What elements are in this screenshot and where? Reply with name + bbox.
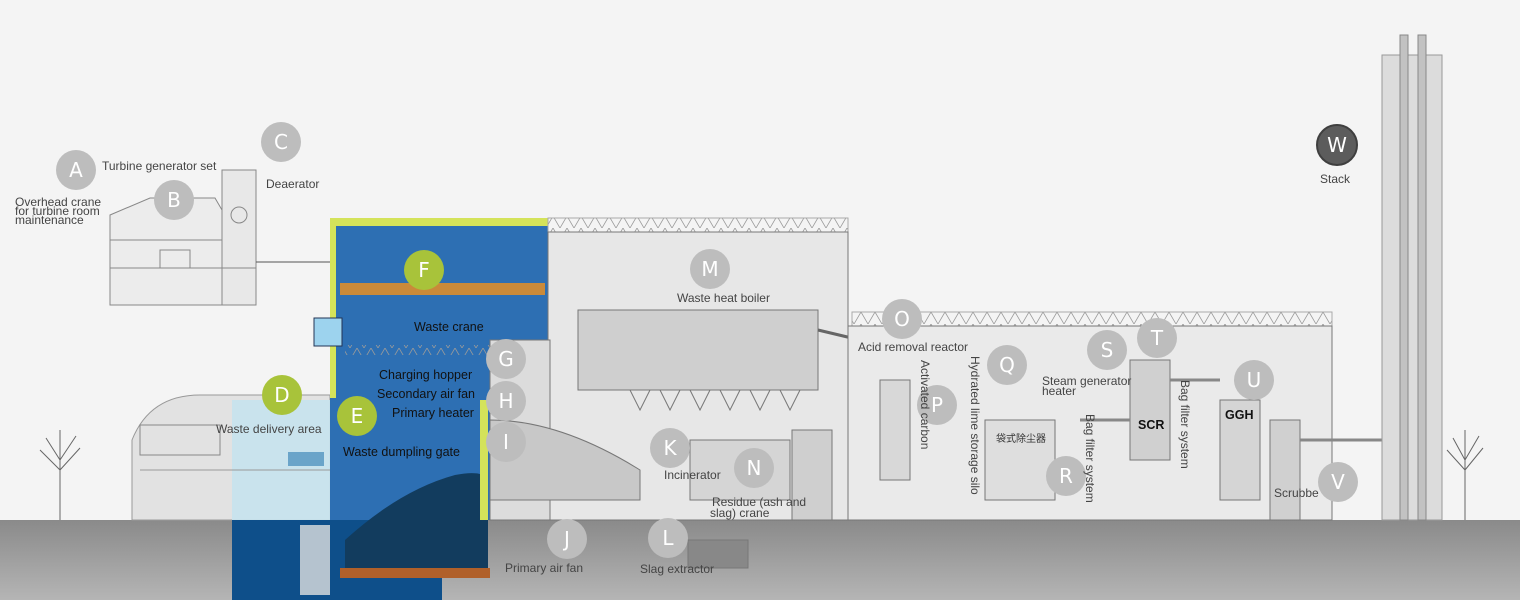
label-charging-hopper: Charging hopper (379, 368, 473, 382)
label-waste-dumpling-gate: Waste dumpling gate (343, 445, 460, 459)
marker-o: O (882, 299, 922, 339)
label-overhead-crane-1: Overhead crane (15, 195, 102, 209)
label-bag-filter-system-r: Bag filter system (1083, 414, 1097, 503)
label-activated-carbon: Activated carbon (918, 360, 932, 450)
marker-h: H (486, 381, 526, 421)
label-hydrated-lime-silo: Hydrated lime storage silo (968, 356, 982, 495)
label-overhead-crane-2: for turbine room (15, 204, 100, 218)
marker-q: Q (987, 345, 1027, 385)
marker-p: P (917, 385, 957, 425)
marker-r: R (1046, 456, 1086, 496)
marker-j: J (547, 519, 587, 559)
boiler-building (489, 231, 882, 569)
label-incinerator: Incinerator (664, 468, 721, 482)
marker-g: G (486, 339, 526, 379)
label-stack: Stack (1320, 172, 1351, 186)
label-steam-generator-1: Steam generator (1042, 374, 1132, 388)
ground (0, 520, 1520, 600)
label-primary-air-fan: Primary air fan (505, 561, 584, 575)
marker-b: B (154, 180, 194, 220)
label-ggh: GGH (1225, 408, 1254, 422)
label-scrubber: Scrubbe (1274, 486, 1319, 500)
label-waste-delivery-area: Waste delivery area (216, 422, 322, 436)
marker-a: A (56, 150, 96, 190)
label-scr: SCR (1138, 418, 1165, 432)
tree-right (1446, 430, 1484, 520)
label-bag-filter-system-t: Bag filter system (1178, 380, 1192, 469)
label-overhead-crane-3: maintenance (15, 213, 84, 227)
marker-w: W (1316, 124, 1358, 166)
label-primary-heater: Primary heater (392, 406, 474, 420)
label-bag-dust-collector-cn: 袋式除尘器 (996, 434, 1046, 445)
marker-k: K (650, 428, 690, 468)
label-secondary-air-fan: Secondary air fan (377, 387, 475, 401)
label-residue-crane-2: slag) crane (710, 506, 770, 520)
marker-l: L (648, 518, 688, 558)
marker-e: E (337, 396, 377, 436)
roof-truss (547, 217, 849, 233)
tree-left (39, 430, 81, 520)
turbine-building (109, 169, 640, 306)
label-residue-crane-1: Residue (ash and (712, 495, 807, 509)
marker-c: C (261, 122, 301, 162)
marker-t: T (1137, 318, 1177, 358)
roof-truss-2 (851, 311, 1333, 327)
label-turbine-generator: Turbine generator set (102, 159, 217, 173)
marker-d: D (262, 375, 302, 415)
label-waste-crane: Waste crane (414, 320, 484, 334)
label-deaerator: Deaerator (266, 177, 320, 191)
marker-u: U (1234, 360, 1274, 400)
label-waste-heat-boiler: Waste heat boiler (677, 291, 770, 305)
marker-v: V (1318, 462, 1358, 502)
label-steam-generator-2: heater (1042, 384, 1077, 398)
marker-n: N (734, 448, 774, 488)
marker-i: I (486, 422, 526, 462)
marker-s: S (1087, 330, 1127, 370)
marker-f: F (404, 250, 444, 290)
marker-m: M (690, 249, 730, 289)
delivery-shed (131, 394, 332, 521)
label-slag-extractor: Slag extractor (640, 562, 715, 576)
stack (1381, 34, 1443, 521)
label-acid-removal-reactor: Acid removal reactor (858, 340, 969, 354)
